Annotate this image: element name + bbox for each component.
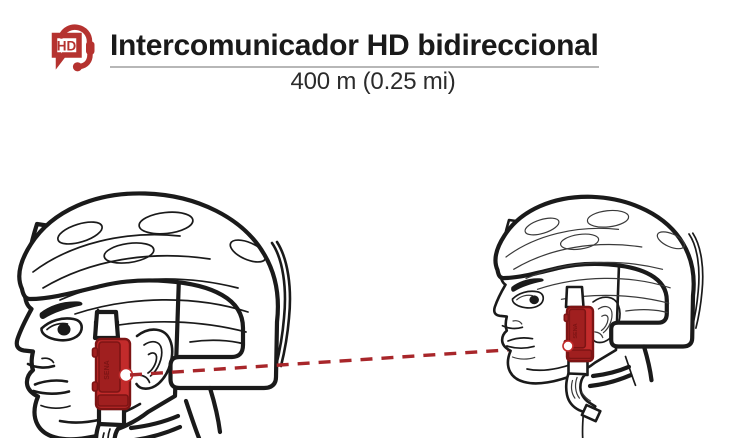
title-block: Intercomunicador HD bidireccional: [110, 28, 599, 68]
punto-senal-derecho: [562, 340, 574, 352]
hd-headset-icon: HD: [51, 24, 95, 72]
riders-illustration-svg: SENA: [14, 191, 704, 438]
page-title: Intercomunicador HD bidireccional: [110, 28, 599, 68]
casco-izquierdo: [17, 191, 292, 391]
intercomunicador-izquierdo: SENA: [91, 337, 134, 411]
intercomunicador-derecho-marca: SENA: [573, 323, 579, 338]
range-subtitle: 400 m (0.25 mi): [290, 68, 456, 95]
ciclista-derecho: SENA: [492, 194, 704, 438]
intercomunicador-izquierdo-marca: SENA: [104, 360, 111, 379]
title-row: HD Intercomunicador HD bidireccional: [48, 22, 599, 74]
linea-senal-bidireccional: [129, 344, 567, 377]
ciclista-izquierdo: SENA: [14, 191, 292, 438]
intercomunicador-derecho: SENA: [562, 305, 595, 363]
correa-barbilla-derecha: [564, 285, 633, 438]
casco-derecho: [493, 194, 704, 349]
riders-illustration: SENA: [0, 96, 746, 438]
hd-badge-label: HD: [57, 39, 77, 54]
header: HD Intercomunicador HD bidireccional 400…: [0, 0, 746, 100]
